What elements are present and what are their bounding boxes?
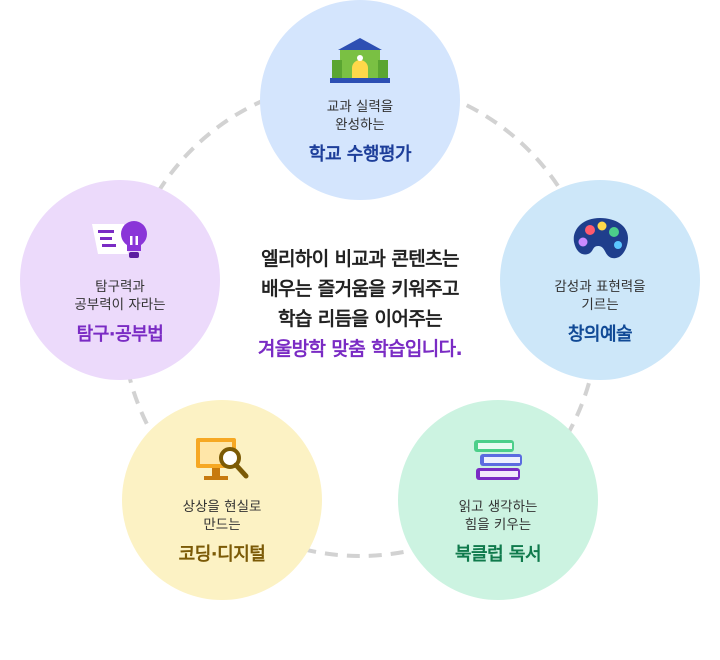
center-line: 엘리하이 비교과 콘텐츠는 [261, 248, 459, 270]
bubble-title: 학교 수행평가 [308, 144, 412, 165]
bubble-creative-arts[interactable]: 감성과 표현력을 기르는 창의예술 [500, 180, 700, 380]
center-line: 학습 리듬을 이어주는 [278, 308, 443, 330]
book-stack-icon [466, 434, 530, 486]
bubble-book-club[interactable]: 읽고 생각하는 힘을 키우는 북클럽 독서 [398, 400, 598, 600]
bubble-inquiry-study[interactable]: 탐구력과 공부력이 자라는 탐구·공부법 [20, 180, 220, 380]
monitor-magnifier-icon [190, 434, 254, 486]
center-highlight: 겨울방학 맞춤 학습입니다. [257, 338, 463, 360]
bubble-subtitle: 기르는 [581, 297, 619, 313]
school-building-icon [328, 34, 392, 86]
bubble-title: 탐구·공부법 [76, 324, 164, 345]
bubble-subtitle: 감성과 표현력을 [554, 279, 646, 295]
center-message: 엘리하이 비교과 콘텐츠는 배우는 즐거움을 키워주고 학습 리듬을 이어주는 … [210, 244, 510, 364]
bubble-coding-digital[interactable]: 상상을 현실로 만드는 코딩·디지털 [122, 400, 322, 600]
bubble-subtitle: 탐구력과 [95, 279, 145, 295]
bubble-subtitle: 완성하는 [335, 117, 385, 133]
bubble-subtitle: 읽고 생각하는 [458, 499, 538, 515]
bubble-title: 창의예술 [567, 324, 633, 345]
bubble-subtitle: 상상을 현실로 [182, 499, 262, 515]
bubble-title: 북클럽 독서 [454, 544, 542, 565]
bubble-subtitle: 공부력이 자라는 [74, 297, 166, 313]
bubble-subtitle: 만드는 [203, 517, 241, 533]
bubble-subtitle: 힘을 키우는 [464, 517, 532, 533]
bubble-school-assessment[interactable]: 교과 실력을 완성하는 학교 수행평가 [260, 0, 460, 200]
paint-palette-icon [568, 214, 632, 266]
lightbulb-notes-icon [88, 214, 152, 266]
center-line: 배우는 즐거움을 키워주고 [261, 278, 459, 300]
bubble-title: 코딩·디지털 [178, 544, 266, 565]
bubble-subtitle: 교과 실력을 [326, 99, 394, 115]
